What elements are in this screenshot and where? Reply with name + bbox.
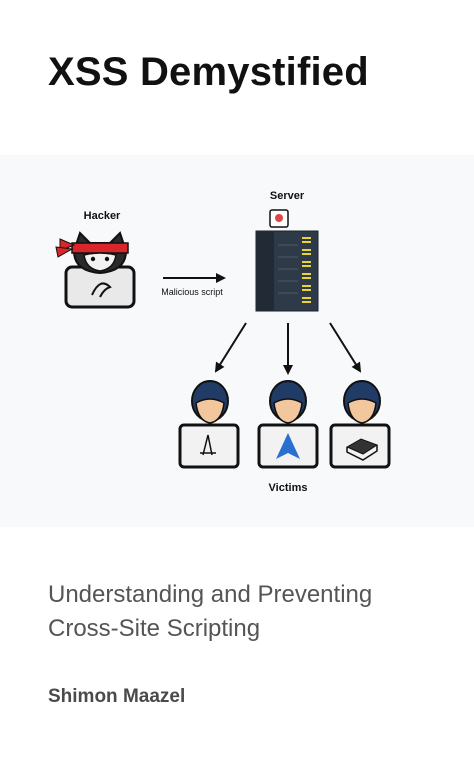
victim-icon	[178, 380, 240, 469]
arrow-icon	[329, 322, 362, 373]
victim-icon	[257, 380, 319, 469]
server-icon	[255, 209, 319, 312]
xss-diagram: Hacker Malicious script Server	[0, 155, 474, 527]
arrow-icon	[214, 322, 247, 373]
hacker-label: Hacker	[84, 210, 121, 222]
victim-icon	[329, 380, 391, 469]
author-name: Shimon Maazel	[48, 686, 186, 707]
hacker-icon	[55, 231, 136, 309]
book-subtitle: Understanding and Preventing Cross-Site …	[48, 581, 373, 642]
server-label: Server	[270, 190, 305, 202]
victims-label: Victims	[269, 482, 308, 494]
malicious-script-label: Malicious script	[161, 287, 223, 297]
book-title: XSS Demystified	[48, 50, 369, 94]
